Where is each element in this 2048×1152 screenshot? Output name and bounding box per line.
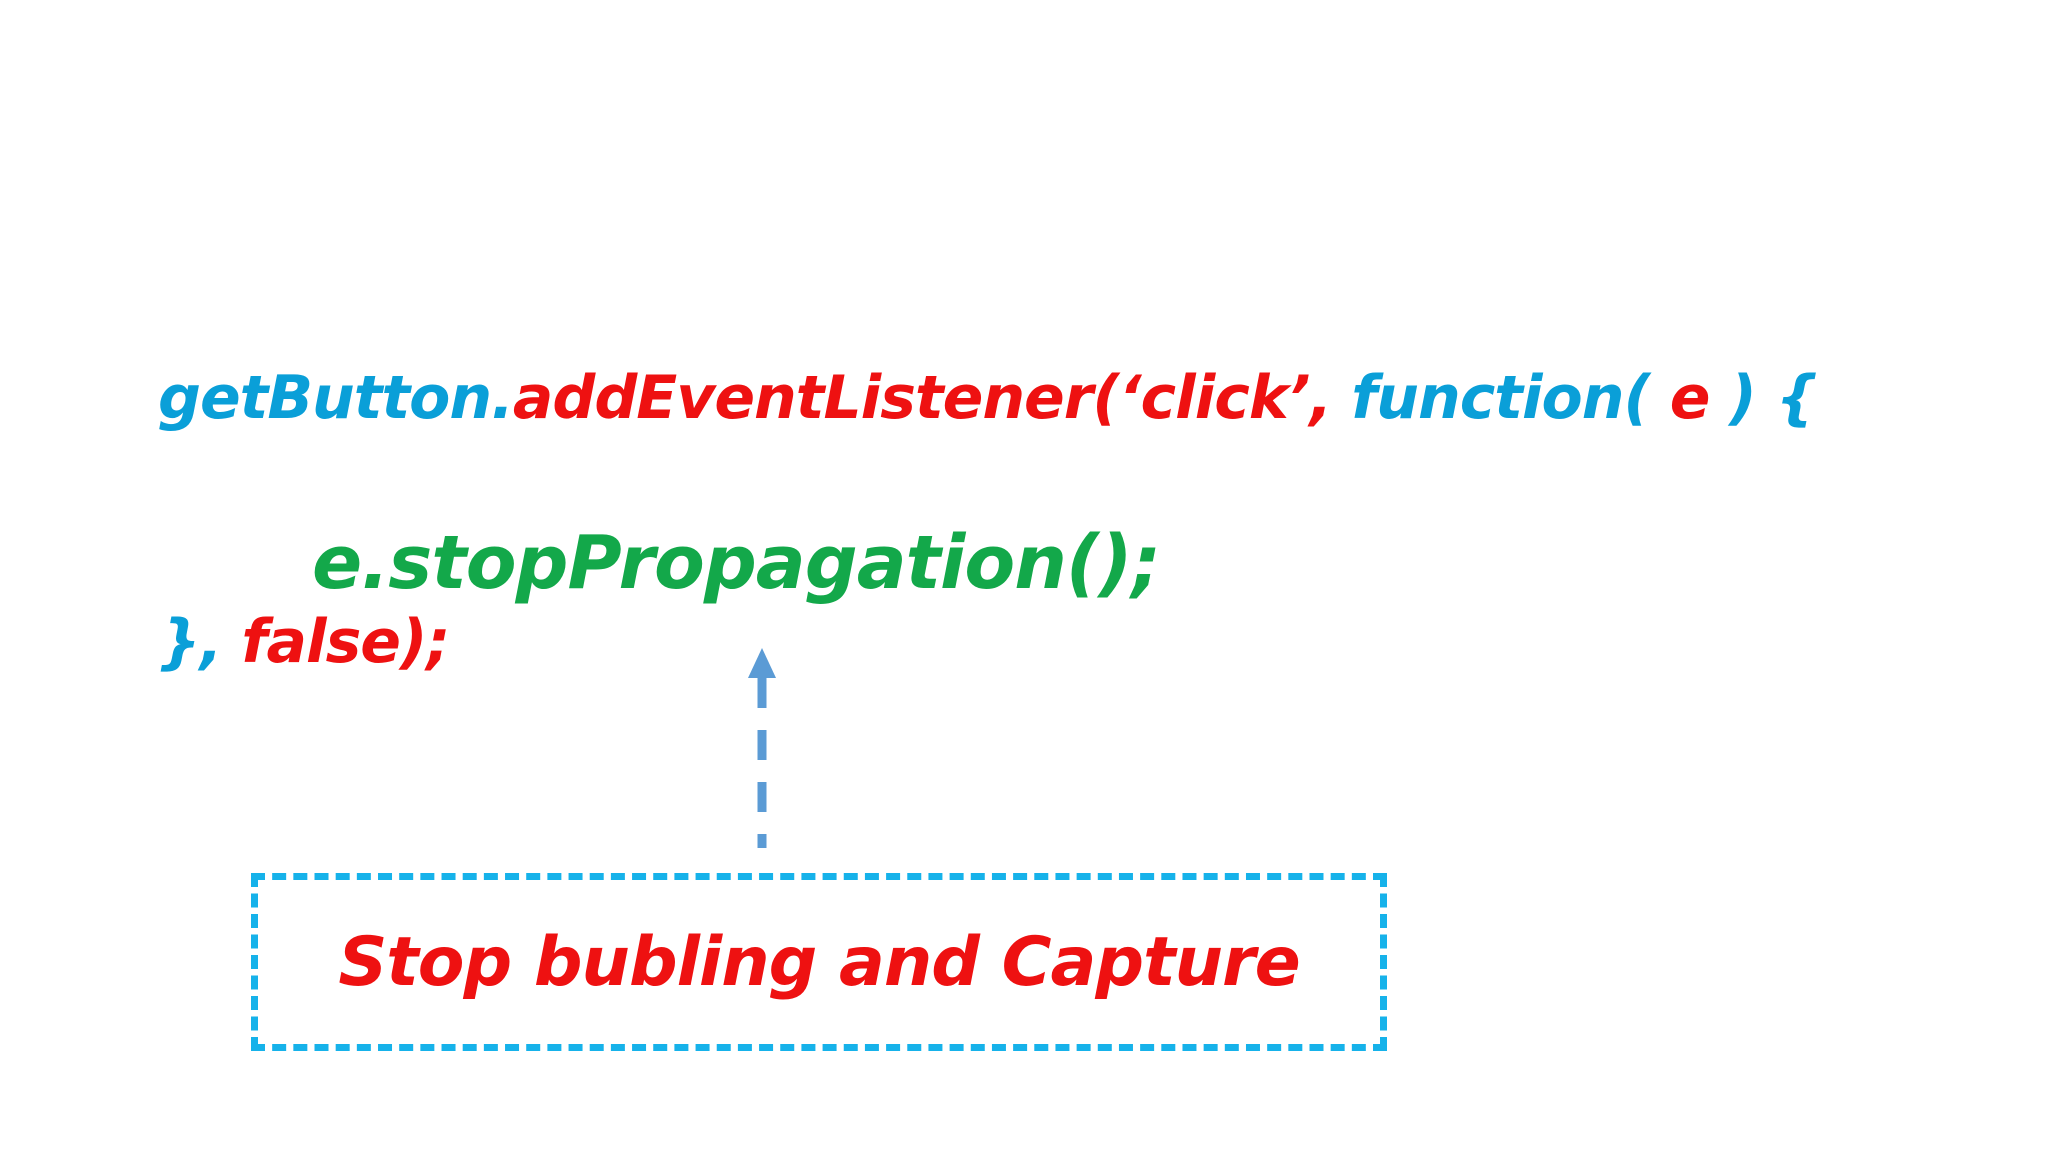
code-param: e <box>1649 363 1730 433</box>
callout-box: Stop bubling and Capture <box>251 873 1387 1051</box>
code-line-stop-propagation: e.stopPropagation(); <box>312 520 1161 606</box>
code-use-capture: false); <box>221 607 450 677</box>
arrow-head <box>748 648 776 678</box>
code-event-arg: ‘click’, <box>1118 363 1333 433</box>
code-open-brace: ) { <box>1729 363 1818 433</box>
code-function-keyword: function( <box>1331 363 1651 433</box>
code-object: getButton. <box>158 363 514 433</box>
code-line-close: }, false); <box>158 612 450 672</box>
dashed-up-arrow-icon <box>748 648 776 848</box>
code-line-add-event-listener: getButton.addEventListener(‘click’, func… <box>158 368 1818 428</box>
code-close-brace: }, <box>158 607 223 677</box>
code-method: addEventListener( <box>512 363 1120 433</box>
callout-label: Stop bubling and Capture <box>338 922 1300 1002</box>
